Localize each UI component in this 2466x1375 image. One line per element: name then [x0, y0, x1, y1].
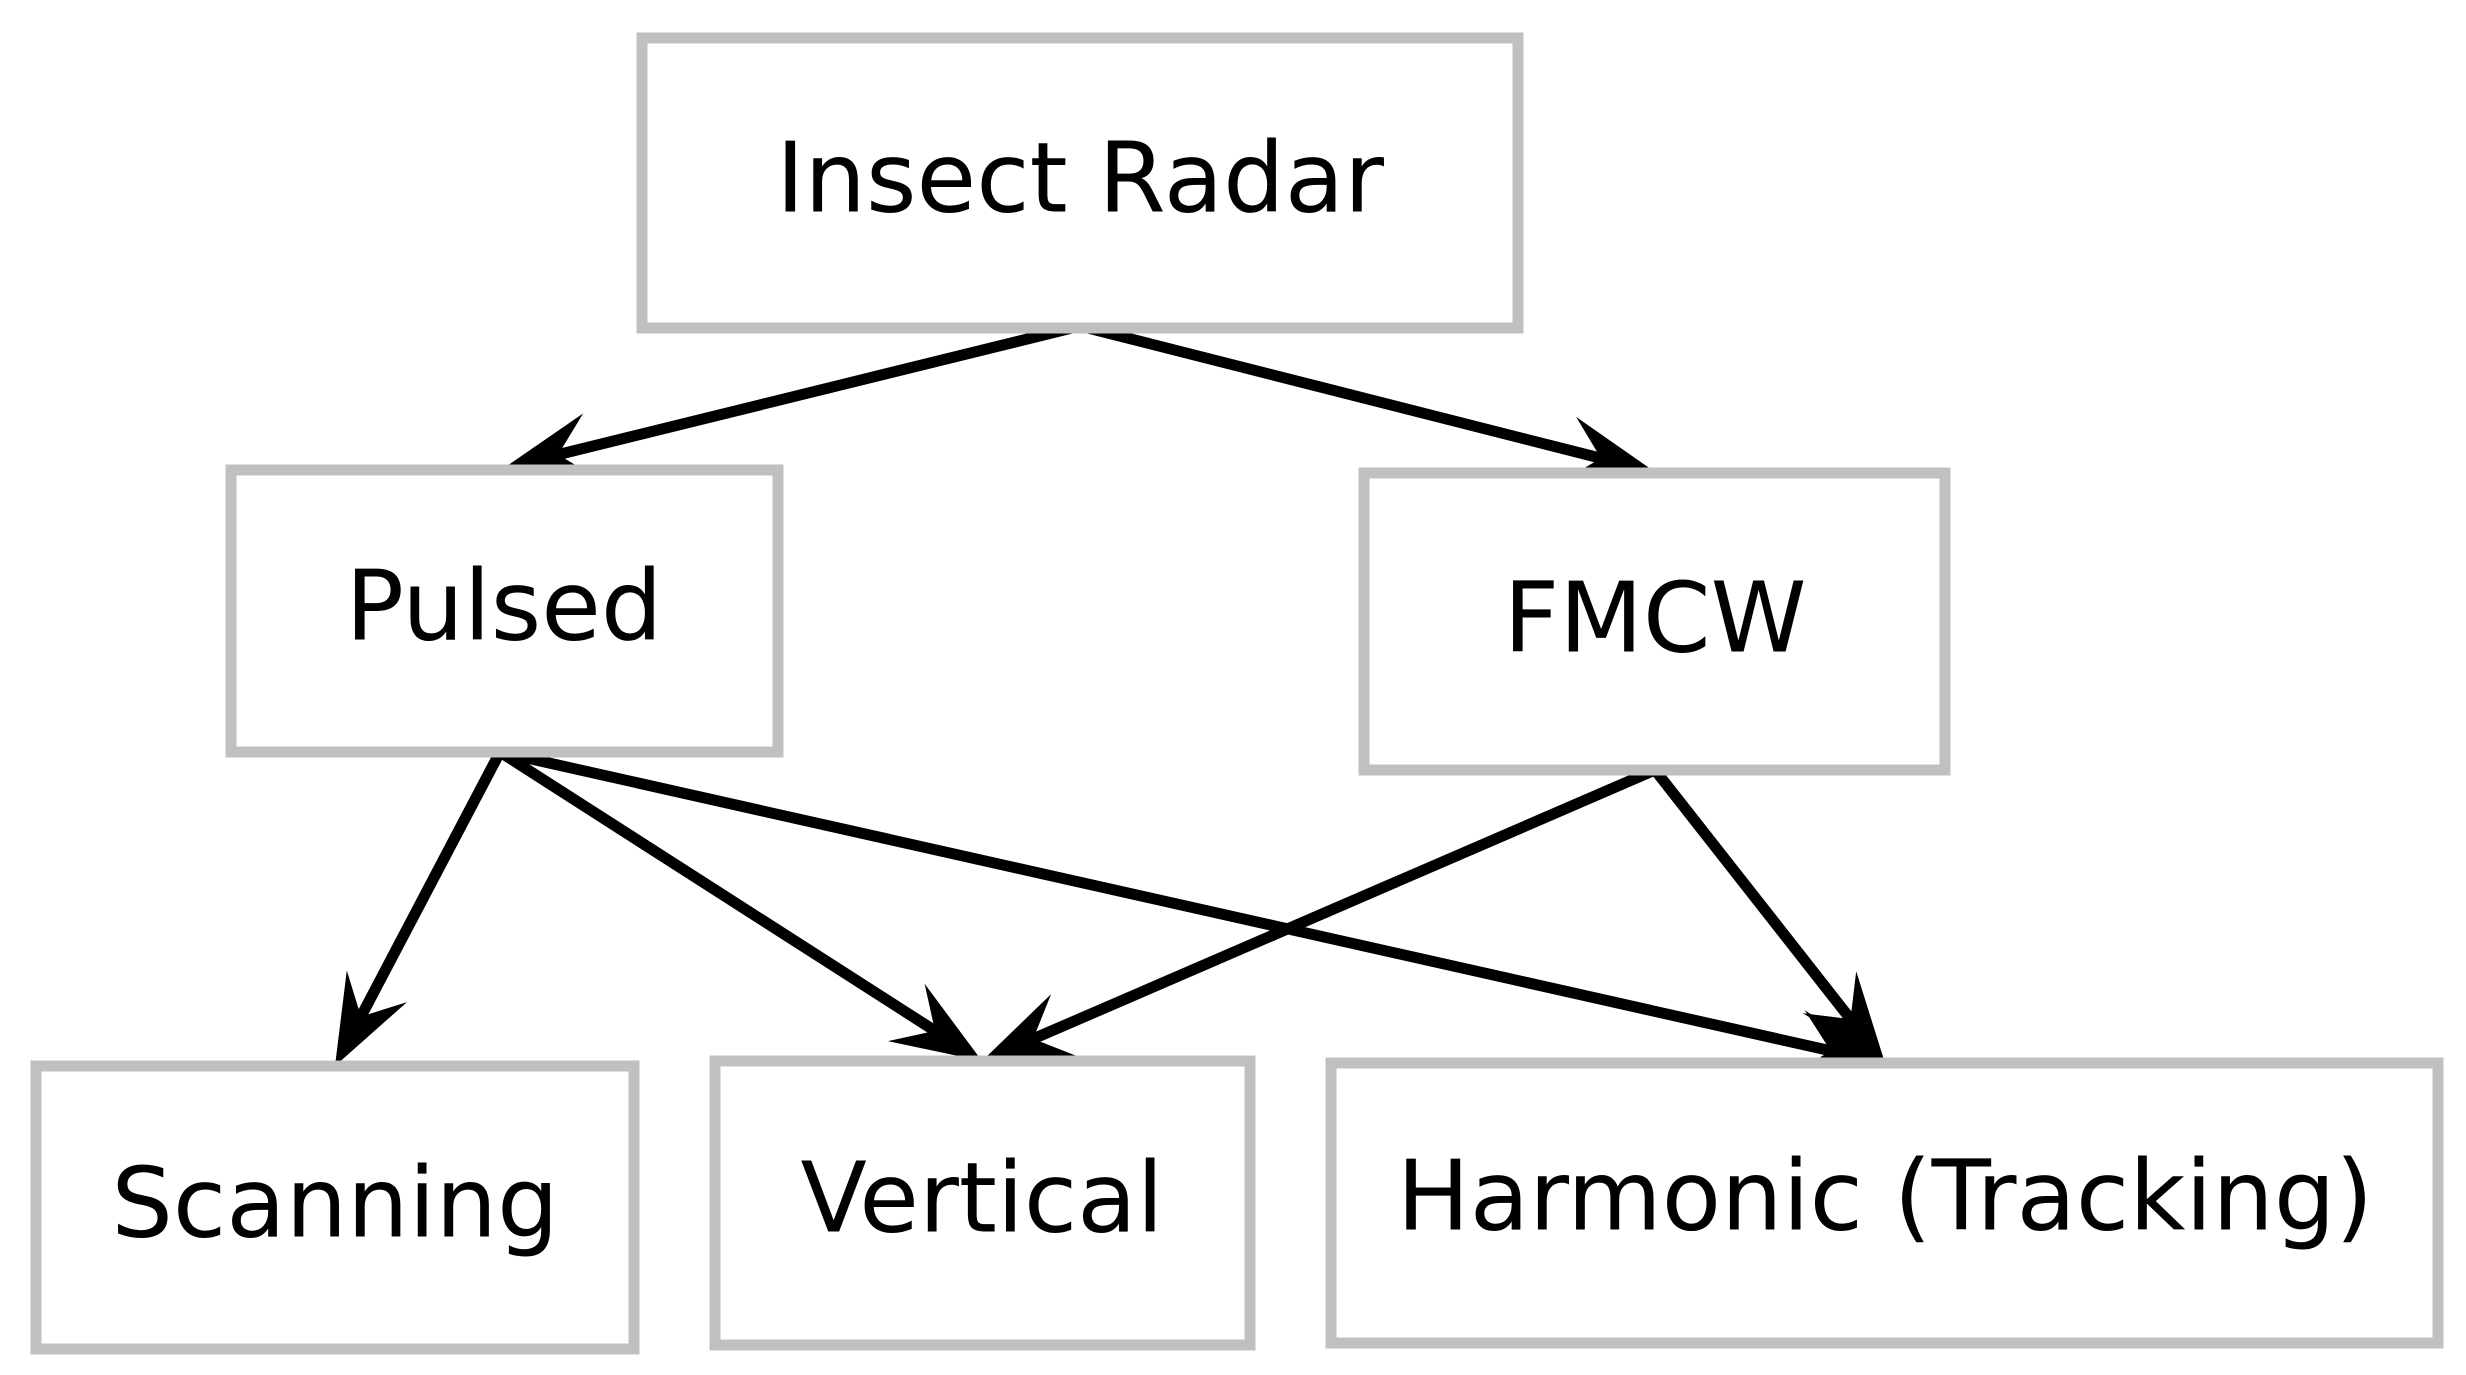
node-scanning-label: Scanning: [111, 1147, 558, 1260]
edge-line: [1649, 764, 1857, 1025]
arrowhead: [1559, 416, 1655, 483]
edge-insect-radar-to-pulsed: [504, 320, 1086, 480]
edge-line: [355, 746, 506, 1023]
node-fmcw-label: FMCW: [1503, 562, 1806, 675]
node-pulsed-box: [225, 464, 784, 758]
node-insect-radar-label: Insect Radar: [776, 122, 1384, 235]
edge-line: [494, 746, 941, 1037]
node-insect-radar-box: [636, 32, 1524, 334]
edge-fmcw-to-vertical: [982, 764, 1661, 1061]
edge-insect-radar-to-fmcw: [1074, 320, 1655, 483]
edge-line: [1027, 764, 1661, 1045]
node-fmcw: FMCW: [1358, 467, 1951, 776]
arrowhead: [1802, 971, 1885, 1063]
node-fmcw-box: [1358, 467, 1951, 776]
arrowhead: [335, 970, 407, 1066]
node-pulsed: Pulsed: [225, 464, 784, 758]
node-harmonic-label: Harmonic (Tracking): [1397, 1140, 2374, 1253]
node-harmonic: Harmonic (Tracking): [1325, 1057, 2444, 1349]
edge-line: [1074, 320, 1607, 464]
edge-line: [552, 320, 1086, 461]
node-scanning-box: [30, 1060, 640, 1355]
node-vertical-box: [709, 1055, 1256, 1351]
node-pulsed-label: Pulsed: [345, 550, 662, 663]
node-harmonic-box: [1325, 1057, 2444, 1349]
node-vertical-label: Vertical: [800, 1142, 1163, 1255]
edge-pulsed-to-vertical: [494, 746, 982, 1061]
edges: [335, 320, 1885, 1077]
edge-line: [494, 746, 1837, 1057]
node-insect-radar: Insect Radar: [636, 32, 1524, 334]
node-vertical: Vertical: [709, 1055, 1256, 1351]
arrowhead: [504, 413, 600, 480]
node-scanning: Scanning: [30, 1060, 640, 1355]
edge-fmcw-to-harmonic: [1649, 764, 1885, 1063]
arrowhead: [982, 994, 1079, 1061]
arrowhead: [887, 983, 982, 1061]
edge-pulsed-to-scanning: [335, 746, 506, 1066]
